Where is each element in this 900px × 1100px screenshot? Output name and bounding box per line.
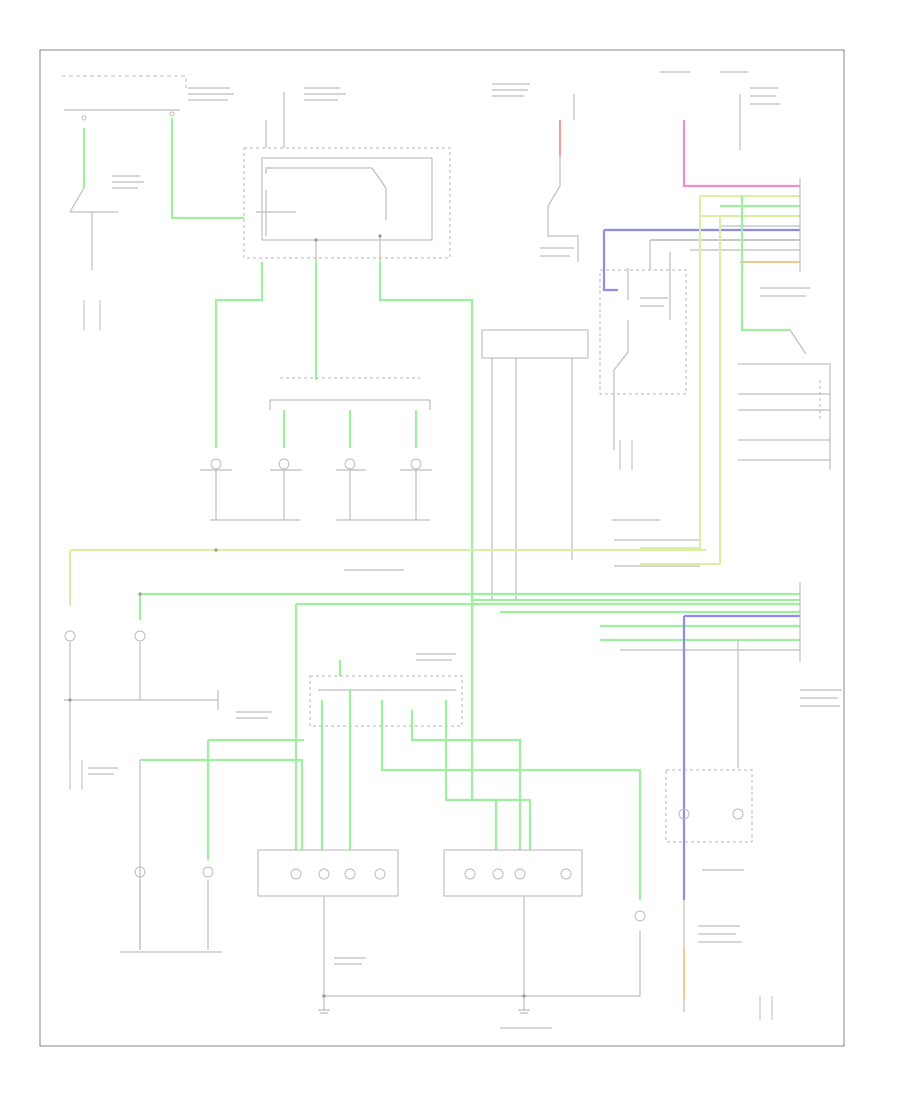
front-lamp-group (210, 377, 431, 521)
rear-left-lamps (120, 866, 222, 953)
label-marks (88, 71, 842, 1029)
diagram-frame (39, 49, 845, 1047)
rear-combination-lamps (257, 849, 646, 1000)
ground-points (318, 996, 530, 1014)
left-lamp-group (64, 594, 219, 790)
junction-dots (68, 234, 526, 998)
lower-right-connector (140, 582, 801, 662)
right-switches (738, 196, 831, 470)
lower-right-indicator (665, 616, 773, 1020)
dimmer-relay (599, 230, 687, 470)
right-connector (604, 178, 801, 272)
right-fuse-section (547, 94, 800, 262)
headlamp-switch-section (62, 75, 244, 330)
center-connector (481, 329, 589, 600)
tail-light-junction (309, 660, 642, 900)
headlamp-relay-box (243, 92, 451, 262)
